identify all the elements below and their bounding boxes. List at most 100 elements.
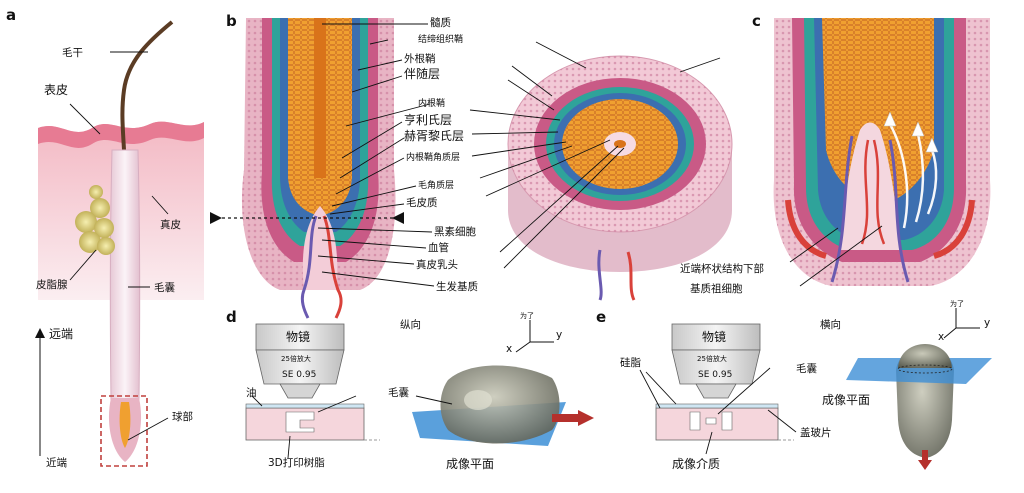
e-label-follicle: 毛囊 (796, 362, 817, 375)
b-label-6: 赫胥黎氏层 (404, 129, 464, 143)
c-leader-matrix (799, 225, 883, 287)
e-axis-y: y (984, 317, 990, 329)
b-label-7: 内根鞘角质层 (406, 151, 460, 163)
panel-e-letter: e (596, 308, 606, 326)
leader-bulb (127, 417, 169, 441)
b-vessel-blue (300, 215, 318, 319)
c-label-matrix: 基质祖细胞 (690, 282, 743, 295)
d-hair-arrow (552, 410, 594, 426)
label-epidermis: 表皮 (44, 83, 68, 97)
panel-d: d 纵向 物镜 25倍放大 SE 0.95 油 3D打印树脂 y x 为了 (226, 308, 594, 471)
c-red-cup-left (785, 199, 827, 259)
e-follicle-top (898, 344, 952, 368)
d-axes (515, 320, 554, 353)
c-label-cup: 近端杯状结构下部 (680, 262, 764, 275)
panel-b: b (210, 12, 733, 319)
e-axis-z: 为了 (950, 299, 964, 308)
d-resin-mount (285, 411, 315, 433)
b-label-13: 生发基质 (436, 280, 478, 293)
axis-arrow-head (35, 328, 45, 338)
label-bulb: 球部 (172, 410, 193, 423)
b-label-0: 髓质 (430, 16, 451, 29)
panel-c: c 近端杯状结构下部 基质祖细胞 (680, 12, 991, 295)
b-section-arrow-left (210, 212, 222, 224)
b-vessel-red (322, 215, 343, 319)
e-imaging-plane (846, 358, 992, 384)
c-papilla-vessels (860, 139, 886, 245)
c-vessel-blue (830, 135, 910, 283)
d-coverslip (245, 403, 365, 409)
e-axes (943, 308, 980, 339)
follicle-tube (109, 149, 141, 401)
b-leaders (317, 23, 435, 287)
b-section-arrow-right (392, 212, 404, 224)
b-labels: 髓质 结缔组织鞘 外根鞘 伴随层 内根鞘 亨利氏层 赫胥黎氏层 内根鞘角质层 毛… (404, 16, 478, 293)
b-label-11: 血管 (428, 241, 449, 254)
e-leader-medium (705, 431, 713, 455)
d-label-orientation: 纵向 (400, 318, 421, 331)
label-distal: 远端 (49, 327, 73, 341)
e-magnification: 25倍放大 (697, 354, 727, 363)
e-silicone-leaders (639, 369, 677, 409)
d-lens-na: SE 0.95 (282, 370, 316, 380)
e-coverslip (655, 403, 779, 409)
d-axis-z: 为了 (520, 311, 534, 320)
panel-d-letter: d (226, 308, 237, 326)
d-label-oil: 油 (246, 386, 257, 399)
b-label-2: 外根鞘 (404, 52, 436, 65)
e-objective-tip (695, 383, 737, 399)
panel-a: a 毛干 表皮 真皮 皮脂腺 毛囊 球部 (6, 6, 204, 469)
b-cross-section (507, 55, 733, 301)
d-axis-y: y (556, 329, 562, 341)
e-label-silicone: 硅脂 (620, 356, 641, 369)
d-follicle-bulb (464, 390, 492, 410)
b-label-5: 亨利氏层 (404, 112, 452, 127)
b-label-9: 毛皮质 (406, 196, 438, 209)
b-label-4: 内根鞘 (418, 97, 445, 109)
c-red-cup-right (933, 199, 975, 259)
d-leader-resin (287, 435, 291, 459)
c-flow-arrows (888, 123, 938, 229)
d-objective-body (255, 323, 345, 351)
leader-epidermis (69, 103, 101, 135)
epidermis-layer (38, 121, 204, 148)
e-label-medium: 成像介质 (672, 457, 720, 471)
label-follicle: 毛囊 (154, 281, 175, 294)
d-label-resin: 3D打印树脂 (268, 456, 325, 469)
leader-sebaceous (69, 249, 97, 281)
e-label-coverslip: 盖玻片 (800, 426, 832, 439)
label-dermis: 真皮 (160, 218, 181, 231)
b-label-1: 结缔组织鞘 (418, 33, 463, 45)
e-dish (655, 407, 779, 441)
panel-b-letter: b (226, 12, 237, 30)
bulb-highlight-box (100, 395, 148, 467)
d-leader-sample (317, 395, 357, 413)
panel-a-letter: a (6, 6, 16, 24)
b-medulla (314, 18, 326, 178)
d-follicle-3d (440, 365, 560, 444)
e-lens-na: SE 0.95 (698, 370, 732, 380)
b-label-3: 伴随层 (404, 66, 440, 81)
d-label-plane: 成像平面 (446, 457, 494, 471)
e-plane-intersection (897, 364, 953, 374)
d-magnification: 25倍放大 (281, 354, 311, 363)
e-hair-arrow (918, 450, 932, 470)
e-leader-coverslip (767, 409, 797, 433)
panel-e: e 横向 物镜 25倍放大 SE 0.95 硅脂 盖玻片 成像介质 y x 为了 (596, 299, 992, 471)
b-label-10: 黑素细胞 (434, 225, 476, 238)
label-proximal: 近端 (46, 456, 67, 469)
e-label-plane: 成像平面 (822, 393, 870, 407)
e-label-orientation: 横向 (820, 318, 841, 331)
e-objective-label: 物镜 (702, 329, 726, 344)
bulb-core (119, 402, 131, 448)
e-leader-sample (717, 367, 771, 415)
d-objective-taper (255, 349, 345, 385)
b-label-12: 真皮乳头 (416, 258, 458, 271)
d-axis-x: x (506, 343, 512, 355)
d-objective-tip (279, 383, 321, 399)
panel-c-letter: c (752, 12, 761, 30)
label-sebaceous: 皮脂腺 (36, 278, 68, 291)
c-papilla (840, 122, 900, 250)
d-leader-oil (251, 395, 263, 407)
